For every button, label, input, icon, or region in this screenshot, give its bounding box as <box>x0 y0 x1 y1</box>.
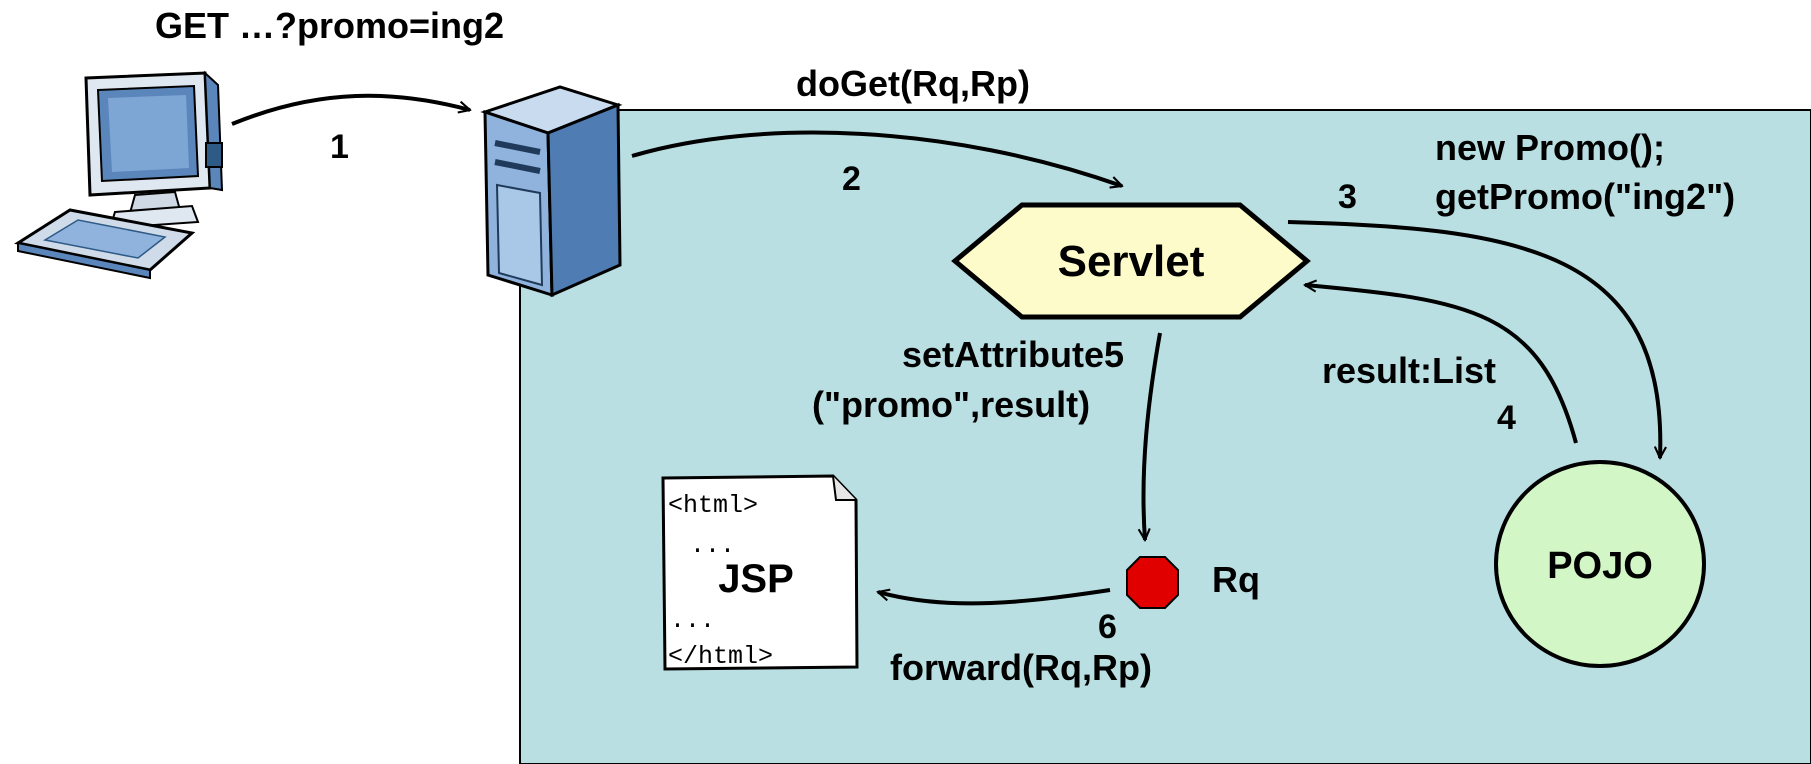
get-promo-label: getPromo("ing2") <box>1435 176 1735 217</box>
jsp-line-1: <html> <box>668 491 758 520</box>
arrow-step-5 <box>1143 332 1162 540</box>
servlet-label: Servlet <box>1058 237 1205 286</box>
pojo-label: POJO <box>1547 545 1653 587</box>
jsp-line-3: ... <box>670 606 715 635</box>
arrow-step-1 <box>231 93 470 126</box>
arrow-step-6 <box>878 588 1111 606</box>
stop-octagon-icon <box>1126 556 1179 609</box>
pojo-node: POJO <box>1494 460 1706 668</box>
arrow-step-2 <box>631 130 1122 186</box>
doget-label: doGet(Rq,Rp) <box>796 63 1030 104</box>
step-6-label: 6 <box>1098 608 1117 646</box>
step-3-label: 3 <box>1338 178 1357 216</box>
arrow-step-3 <box>1287 220 1660 458</box>
arrow-step-4 <box>1305 285 1578 444</box>
jsp-label: JSP <box>718 557 794 601</box>
new-promo-label: new Promo(); <box>1435 127 1665 168</box>
desktop-computer-icon <box>14 70 224 280</box>
server-tower-icon <box>480 85 623 298</box>
set-attribute-label: setAttribute5 <box>902 334 1124 375</box>
forward-label: forward(Rq,Rp) <box>890 647 1152 688</box>
step-1-label: 1 <box>330 128 349 166</box>
result-list-label: result:List <box>1322 350 1496 391</box>
servlet-node: Servlet <box>951 202 1311 320</box>
jsp-line-4: </html> <box>668 642 773 671</box>
rq-label: Rq <box>1212 559 1260 600</box>
step-2-label: 2 <box>842 160 861 198</box>
document-icon: <html> ... JSP ... </html> <box>661 474 859 671</box>
step-4-label: 4 <box>1497 399 1516 437</box>
set-attribute-args-label: ("promo",result) <box>812 384 1090 425</box>
request-url-label: GET …?promo=ing2 <box>155 5 504 46</box>
jsp-line-2: ... <box>690 531 735 560</box>
